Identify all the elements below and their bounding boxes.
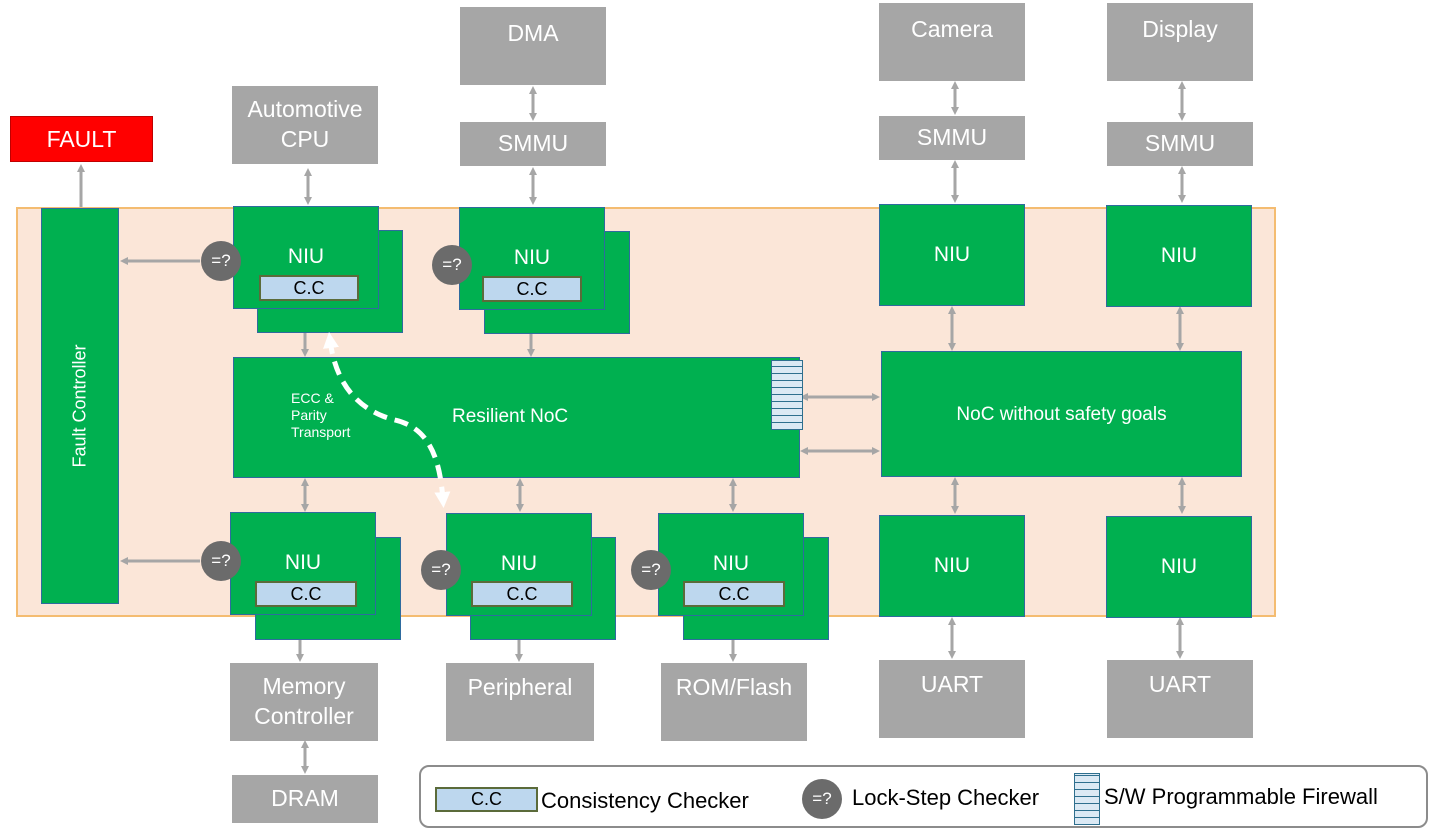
smmu-camera-block: SMMU xyxy=(879,116,1025,160)
consistency-checker: C.C xyxy=(482,276,582,302)
legend: C.C Consistency Checker =? Lock-Step Che… xyxy=(419,765,1428,828)
smmu-camera-label: SMMU xyxy=(916,124,988,151)
niu-label: NIU xyxy=(500,552,538,575)
noc-without-safety-block: NoC without safety goals xyxy=(881,351,1242,477)
consistency-checker: C.C xyxy=(471,581,573,607)
camera-block: Camera xyxy=(879,3,1025,81)
legend-cc-box: C.C xyxy=(435,787,538,812)
niu-label: NIU xyxy=(284,551,322,574)
lockstep-checker-icon: =? xyxy=(201,541,241,581)
memory-controller-label: Memory Controller xyxy=(254,673,354,729)
automotive-cpu-block: Automotive CPU xyxy=(232,86,378,164)
niu-dma: NIU C.C xyxy=(459,207,605,310)
niu-label: NIU xyxy=(933,243,971,266)
display-label: Display xyxy=(1142,16,1218,42)
niu-label: NIU xyxy=(1160,555,1198,578)
resilient-noc-label: Resilient NoC xyxy=(452,406,569,427)
niu-label: NIU xyxy=(1160,244,1198,267)
consistency-checker: C.C xyxy=(259,275,359,301)
smmu-dma-block: SMMU xyxy=(460,122,606,166)
firewall-icon xyxy=(771,360,803,430)
lockstep-checker-icon: =? xyxy=(201,241,241,281)
smmu-display-block: SMMU xyxy=(1107,122,1253,166)
rom-flash-label: ROM/Flash xyxy=(675,674,793,700)
consistency-checker: C.C xyxy=(683,581,785,607)
lockstep-checker-icon: =? xyxy=(432,245,472,285)
dma-label: DMA xyxy=(507,20,559,46)
smmu-display-label: SMMU xyxy=(1144,130,1216,157)
niu-peripheral: NIU C.C xyxy=(446,513,592,616)
uart-block-1: UART xyxy=(879,660,1025,738)
niu-uart-1: NIU xyxy=(879,515,1025,617)
peripheral-label: Peripheral xyxy=(467,674,573,700)
legend-lockstep-icon: =? xyxy=(802,779,842,819)
niu-label: NIU xyxy=(287,245,325,268)
fault-controller-block: Fault Controller xyxy=(41,208,119,604)
niu-display: NIU xyxy=(1106,205,1252,307)
camera-label: Camera xyxy=(911,16,993,42)
niu-cpu: NIU C.C xyxy=(233,206,379,309)
peripheral-block: Peripheral xyxy=(446,663,594,741)
resilient-noc-block: ECC & Parity Transport Resilient NoC xyxy=(233,357,803,478)
dma-block: DMA xyxy=(460,7,606,85)
niu-label: NIU xyxy=(712,552,750,575)
legend-firewall-icon xyxy=(1074,773,1100,825)
ecc-parity-label: ECC & Parity Transport xyxy=(291,390,351,440)
legend-cc-label: Consistency Checker xyxy=(541,788,749,813)
fault-label: FAULT xyxy=(46,125,117,152)
legend-firewall-label: S/W Programmable Firewall xyxy=(1104,784,1378,809)
consistency-checker: C.C xyxy=(255,581,357,607)
display-block: Display xyxy=(1107,3,1253,81)
uart-block-2: UART xyxy=(1107,660,1253,738)
dram-block: DRAM xyxy=(232,775,378,823)
dram-label: DRAM xyxy=(271,785,339,812)
rom-flash-block: ROM/Flash xyxy=(661,663,807,741)
niu-uart-2: NIU xyxy=(1106,516,1252,618)
uart-label: UART xyxy=(1148,671,1212,697)
lockstep-checker-icon: =? xyxy=(631,550,671,590)
smmu-dma-label: SMMU xyxy=(497,130,569,157)
noc-without-safety-label: NoC without safety goals xyxy=(956,404,1167,425)
niu-memory: NIU C.C xyxy=(230,512,376,615)
niu-camera: NIU xyxy=(879,204,1025,306)
fault-box: FAULT xyxy=(10,116,153,162)
automotive-cpu-label: Automotive CPU xyxy=(247,96,363,152)
niu-rom: NIU C.C xyxy=(658,513,804,616)
memory-controller-block: Memory Controller xyxy=(230,663,378,741)
legend-lockstep-label: Lock-Step Checker xyxy=(852,785,1040,810)
niu-label: NIU xyxy=(933,554,971,577)
lockstep-checker-icon: =? xyxy=(421,550,461,590)
uart-label: UART xyxy=(920,671,984,697)
fault-controller-label: Fault Controller xyxy=(69,344,90,468)
niu-label: NIU xyxy=(513,246,551,269)
